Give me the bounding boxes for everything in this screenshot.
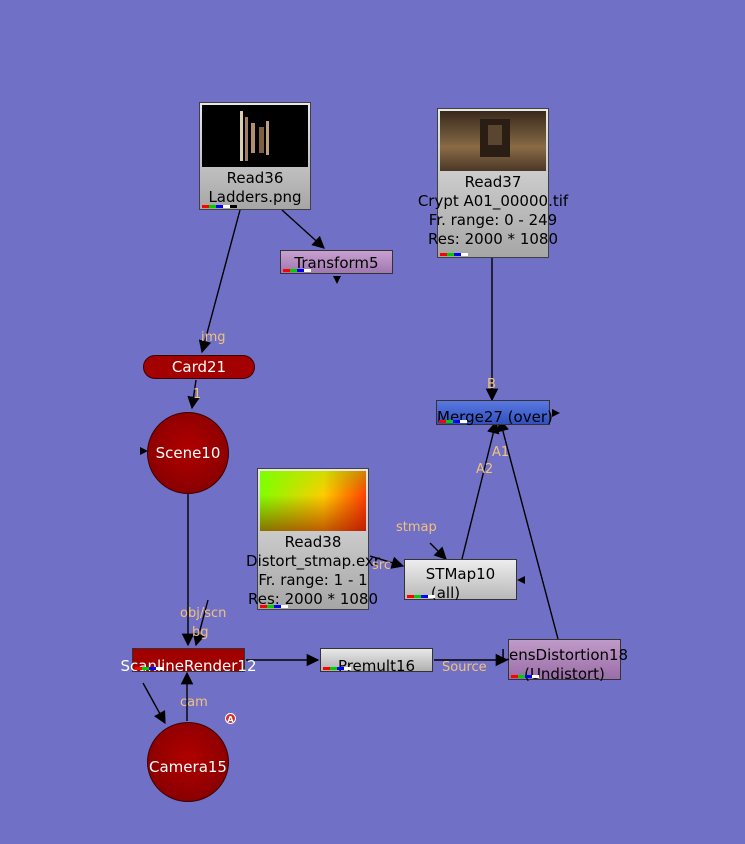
card21-name: Card21	[171, 357, 227, 376]
read37-range: Fr. range: 0 - 249	[428, 211, 558, 229]
scanline12-name: ScanlineRender12	[120, 657, 257, 675]
edge-camera-scanline-out	[142, 682, 166, 725]
read38-file: Distort_stmap.exr	[246, 552, 380, 570]
edge-card21-scene10	[187, 379, 200, 410]
edge-label-objscn: obj/scn	[180, 606, 227, 621]
scene10-node[interactable]: Scene10	[147, 412, 229, 494]
read36-thumbnail	[202, 105, 308, 167]
edge-label-img: img	[201, 330, 226, 345]
read38-node[interactable]: Read38 Distort_stmap.exr Fr. range: 1 - …	[246, 468, 380, 610]
transform5-output-arrow	[333, 276, 341, 284]
edge-bg-scanline12	[192, 599, 209, 647]
edge-label-bg: bg	[192, 625, 209, 640]
edge-read36-card21	[198, 209, 241, 354]
lensdist18-node[interactable]: LensDistortion18 (Undistort)	[501, 639, 628, 683]
edge-label-source: Source	[442, 660, 487, 675]
stmap10-mask-arrow	[517, 576, 525, 584]
read36-name: Read36	[226, 169, 284, 187]
edge-label-src: src	[372, 558, 391, 573]
merge27-mask-arrow	[552, 409, 560, 417]
edge-read36-transform5	[281, 209, 325, 249]
read38-thumbnail	[260, 471, 366, 531]
merge27-node[interactable]: Merge27 (over)	[436, 400, 553, 426]
edge-label-b: B	[487, 377, 496, 392]
premult16-name: Premult16	[337, 657, 416, 675]
camera15-node[interactable]: Camera15	[147, 722, 229, 802]
stmap10-node[interactable]: STMap10 (all)	[404, 559, 517, 602]
edge-read38-stmap10	[369, 555, 405, 569]
edge-stmap10-merge27	[461, 420, 500, 560]
read38-res: Res: 2000 * 1080	[248, 590, 378, 608]
edge-label-1: 1	[193, 387, 202, 402]
read37-res: Res: 2000 * 1080	[428, 230, 558, 248]
edge-label-a1: A1	[492, 445, 510, 460]
read37-node[interactable]: Read37 Crypt A01_00000.tif Fr. range: 0 …	[418, 108, 568, 258]
edge-label-cam: cam	[180, 695, 208, 710]
stmap10-sub: (all)	[430, 584, 461, 602]
lensdist18-name: LensDistortion18	[500, 646, 629, 664]
transform5-name: Transform5	[294, 254, 379, 272]
card21-node[interactable]: Card21	[143, 355, 255, 379]
merge27-name: Merge27 (over)	[437, 408, 553, 426]
read38-range: Fr. range: 1 - 1	[258, 571, 368, 589]
edge-label-a2: A2	[476, 462, 494, 477]
read37-file: Crypt A01_00000.tif	[417, 192, 569, 210]
read37-thumbnail	[440, 111, 546, 171]
edge-label-stmap: stmap	[396, 520, 437, 535]
scene10-input-arrow	[140, 447, 148, 455]
camera15-animated-badge: A	[225, 713, 236, 724]
read37-name: Read37	[464, 173, 522, 191]
scanline12-node[interactable]: ScanlineRender12	[120, 648, 257, 675]
edge-lensdist18-merge27	[496, 418, 559, 640]
edge-stmap-input	[429, 542, 447, 560]
premult16-node[interactable]: Premult16	[320, 648, 433, 675]
read36-file: Ladders.png	[208, 188, 302, 206]
read38-name: Read38	[284, 533, 342, 551]
stmap10-name: STMap10	[425, 565, 496, 583]
transform5-node[interactable]: Transform5	[280, 250, 393, 274]
lensdist18-sub: (Undistort)	[524, 665, 605, 683]
read36-node[interactable]: Read36 Ladders.png	[199, 102, 311, 210]
scene10-name: Scene10	[155, 443, 221, 462]
camera15-name: Camera15	[149, 757, 227, 776]
